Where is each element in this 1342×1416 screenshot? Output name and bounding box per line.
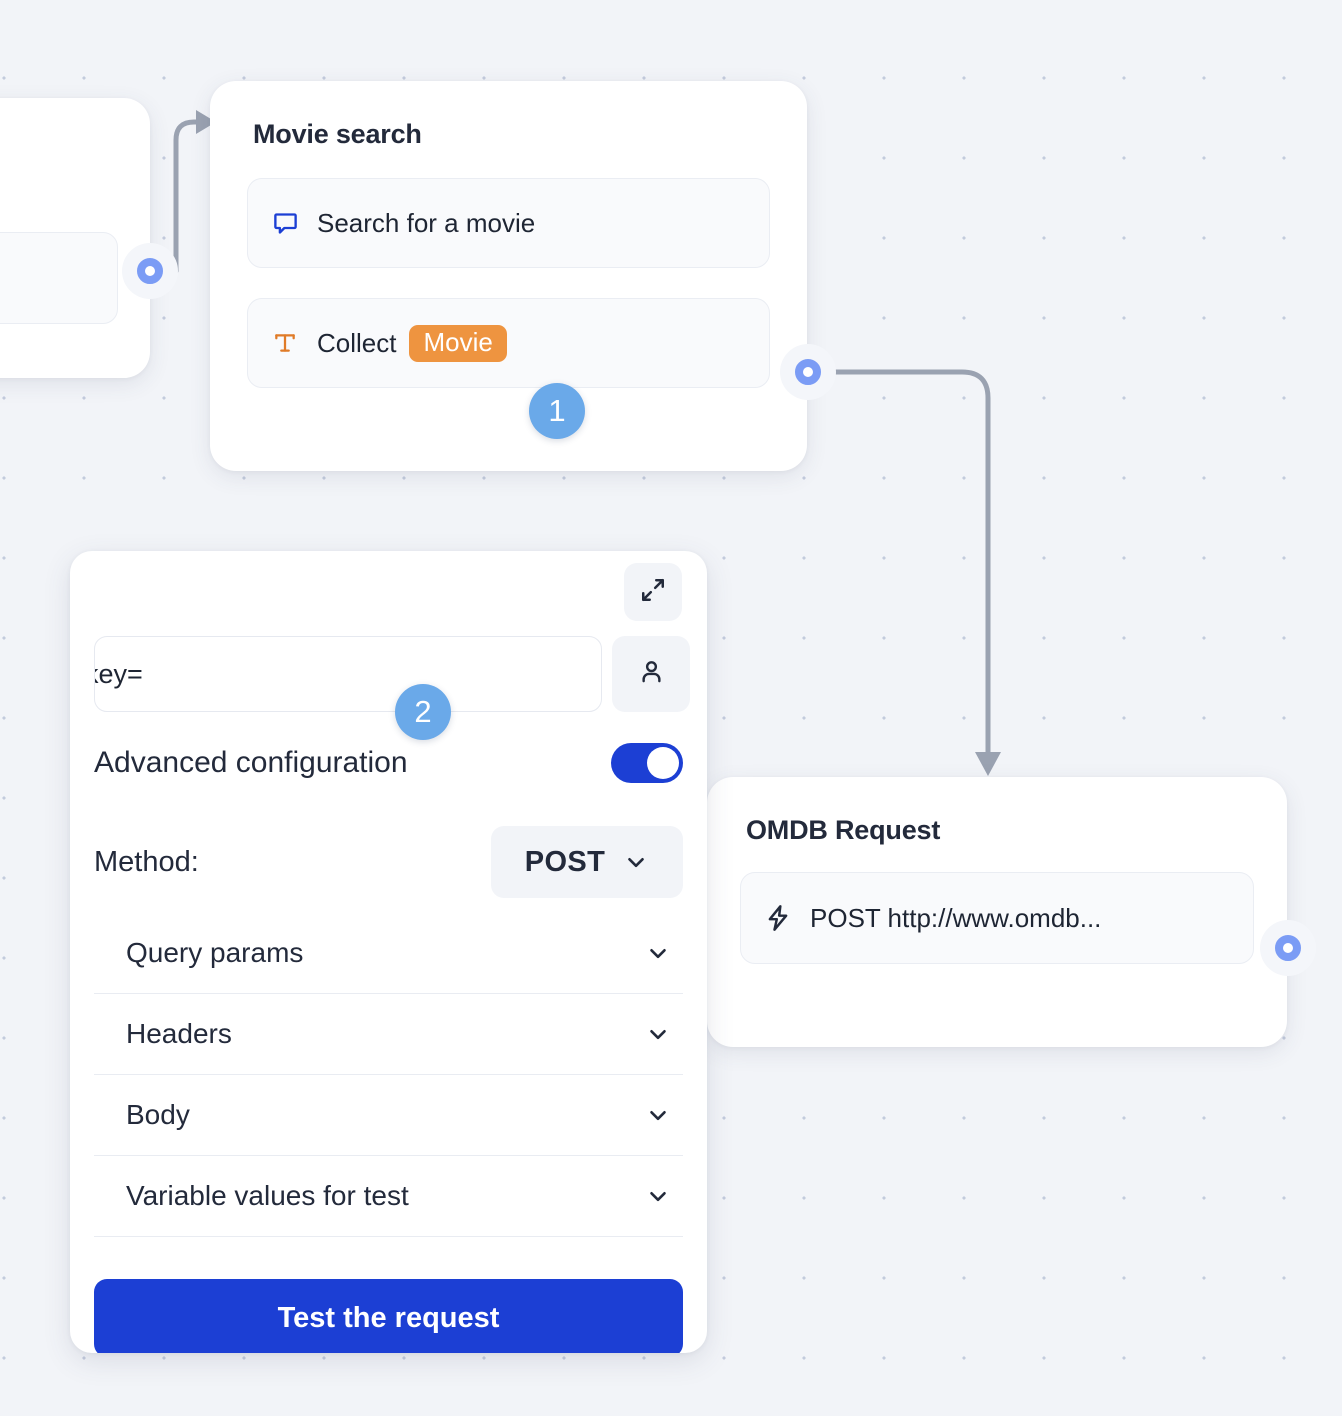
chevron-down-icon — [645, 940, 671, 966]
node-card-partial-left[interactable] — [0, 98, 150, 378]
chevron-down-icon — [645, 1102, 671, 1128]
advanced-configuration-row[interactable]: Advanced configuration — [94, 743, 683, 783]
test-the-request-button[interactable]: Test the request — [94, 1279, 683, 1353]
chevron-down-icon — [645, 1183, 671, 1209]
person-icon — [637, 657, 666, 691]
method-label: Method: — [94, 845, 199, 878]
section-label: Headers — [126, 1018, 232, 1049]
expand-diagonal-icon — [640, 577, 666, 608]
node-row-label: POST http://www.omdb... — [810, 902, 1102, 933]
connector-port-movie-search-out[interactable] — [780, 344, 836, 400]
node-row-label: Collect — [317, 327, 397, 358]
node-title-omdb-request: OMDB Request — [746, 815, 941, 845]
node-card-omdb-request[interactable]: OMDB Request POST http://www.omdb... — [707, 777, 1287, 1047]
section-query-params[interactable]: Query params — [94, 913, 683, 994]
node-card-movie-search[interactable]: Movie search Search for a movie Collect — [210, 81, 807, 471]
node-row-label: Search for a movie — [317, 207, 536, 238]
chevron-down-icon — [623, 849, 649, 875]
chevron-down-icon — [645, 1021, 671, 1047]
request-config-panel[interactable]: ıpi.com/?t={{Movie}}&apikey= Advanced co… — [70, 551, 707, 1353]
step-badge-2: 2 — [395, 684, 451, 740]
node-row-placeholder[interactable] — [0, 232, 118, 324]
method-select[interactable]: POST — [491, 826, 683, 898]
node-row-collect-movie[interactable]: Collect Movie — [247, 298, 770, 388]
node-title-movie-search: Movie search — [253, 119, 422, 149]
section-body[interactable]: Body — [94, 1075, 683, 1156]
message-bubble-icon — [270, 210, 300, 237]
request-url-value: ıpi.com/?t={{Movie}}&apikey= — [95, 658, 143, 689]
section-variable-values-for-test[interactable]: Variable values for test — [94, 1156, 683, 1237]
variable-chip-movie[interactable]: Movie — [409, 324, 507, 362]
connector-port-left-node-out[interactable] — [122, 243, 178, 299]
method-selected-value: POST — [524, 845, 606, 878]
request-url-input[interactable]: ıpi.com/?t={{Movie}}&apikey= — [94, 636, 602, 712]
method-row: Method: POST — [94, 826, 683, 898]
advanced-configuration-label: Advanced configuration — [94, 746, 408, 779]
section-label: Variable values for test — [126, 1180, 409, 1211]
url-row[interactable]: ıpi.com/?t={{Movie}}&apikey= — [94, 636, 690, 712]
section-label: Query params — [126, 937, 304, 968]
advanced-configuration-toggle[interactable] — [611, 743, 683, 783]
config-sections: Query params Headers Body — [94, 913, 683, 1237]
node-row-post-request[interactable]: POST http://www.omdb... — [740, 872, 1254, 964]
text-t-icon — [270, 330, 300, 356]
expand-panel-button[interactable] — [624, 563, 682, 621]
auth-user-button[interactable] — [612, 636, 690, 712]
node-row-search-for-a-movie[interactable]: Search for a movie — [247, 178, 770, 268]
lightning-bolt-icon — [763, 904, 793, 932]
section-headers[interactable]: Headers — [94, 994, 683, 1075]
connector-port-omdb-request-out[interactable] — [1260, 920, 1316, 976]
step-badge-1: 1 — [529, 383, 585, 439]
section-label: Body — [126, 1099, 190, 1130]
